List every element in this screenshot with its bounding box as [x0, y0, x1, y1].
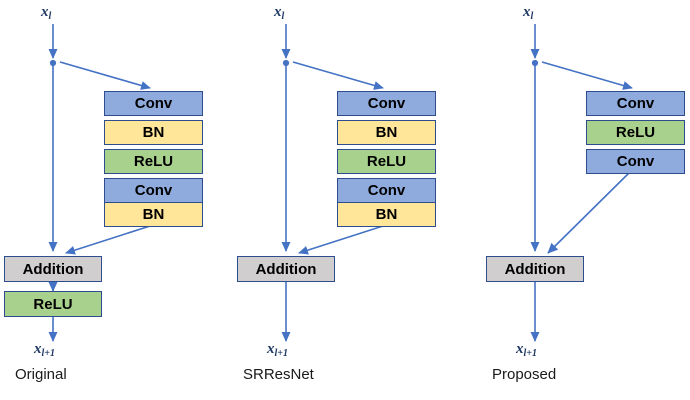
block-conv-2-original[interactable]: Conv	[104, 178, 203, 203]
block-bn-2-srresnet[interactable]: BN	[337, 202, 436, 227]
input-label-srresnet: xl	[274, 4, 285, 22]
arrow-branch-to-addition-proposed	[547, 169, 633, 254]
block-conv-2-proposed[interactable]: Conv	[586, 149, 685, 174]
block-conv-1-original[interactable]: Conv	[104, 91, 203, 116]
column-srresnet-connectors	[281, 24, 384, 342]
input-label-original: xl	[41, 4, 52, 22]
block-bn-1-original[interactable]: BN	[104, 120, 203, 145]
block-conv-1-srresnet[interactable]: Conv	[337, 91, 436, 116]
block-relu-srresnet[interactable]: ReLU	[337, 149, 436, 174]
block-relu-post-original[interactable]: ReLU	[4, 291, 102, 317]
caption-srresnet: SRResNet	[243, 366, 314, 383]
arrow-branch-to-addition-original	[65, 225, 151, 255]
column-original-connectors	[48, 24, 151, 342]
block-relu-proposed[interactable]: ReLU	[586, 120, 685, 145]
block-addition-proposed[interactable]: Addition	[486, 256, 584, 282]
output-label-srresnet: xl+1	[267, 341, 288, 359]
arrow-branch-to-conv-original	[59, 61, 151, 90]
column-proposed-connectors	[530, 24, 633, 342]
input-label-proposed: xl	[523, 4, 534, 22]
block-conv-1-proposed[interactable]: Conv	[586, 91, 685, 116]
block-bn-2-original[interactable]: BN	[104, 202, 203, 227]
block-addition-original[interactable]: Addition	[4, 256, 102, 282]
caption-proposed: Proposed	[492, 366, 557, 383]
block-bn-1-srresnet[interactable]: BN	[337, 120, 436, 145]
caption-original: Original	[15, 366, 67, 383]
output-label-original: xl+1	[34, 341, 55, 359]
block-relu-original[interactable]: ReLU	[104, 149, 203, 174]
arrow-branch-to-conv-srresnet	[292, 61, 384, 90]
block-addition-srresnet[interactable]: Addition	[237, 256, 335, 282]
output-label-proposed: xl+1	[516, 341, 537, 359]
block-conv-2-srresnet[interactable]: Conv	[337, 178, 436, 203]
arrow-branch-to-conv-proposed	[541, 61, 633, 90]
arrow-branch-to-addition-srresnet	[298, 225, 384, 255]
